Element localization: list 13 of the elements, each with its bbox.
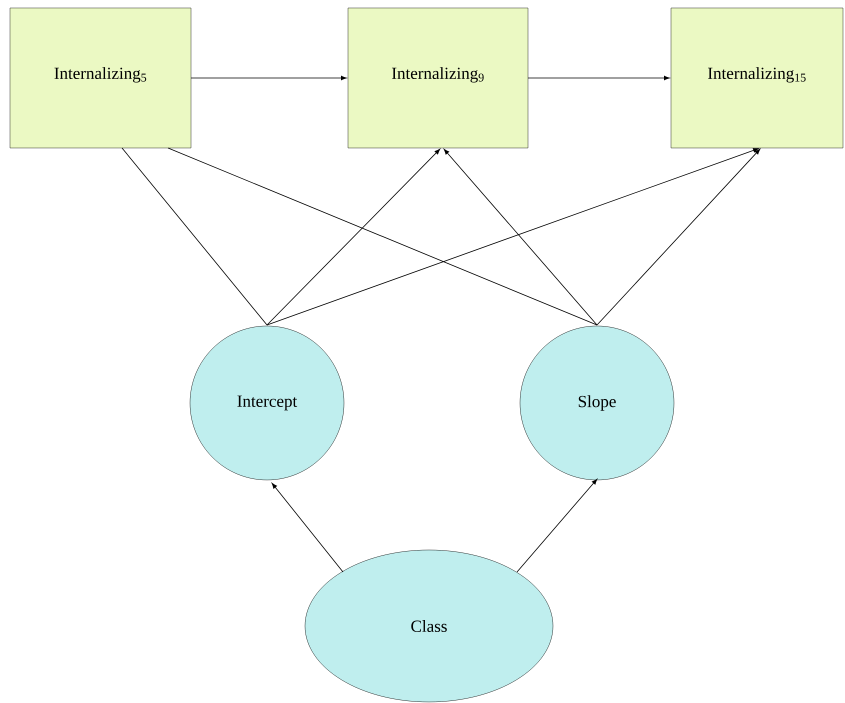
variable-box: Internalizing$_{15}$ [670, 8, 844, 148]
arrow [444, 148, 598, 326]
arrow [266, 148, 440, 326]
arrow [190, 76, 347, 80]
arrow [272, 482, 344, 572]
connector-line [122, 148, 268, 326]
variable-box: Internalizing$_{9}$ [348, 8, 528, 148]
arrow [266, 148, 759, 326]
variable-box: Internalizing$_{5}$ [10, 8, 192, 148]
connector-line [168, 148, 598, 326]
arrow [596, 148, 760, 326]
arrow [528, 76, 670, 80]
arrow [516, 478, 598, 572]
